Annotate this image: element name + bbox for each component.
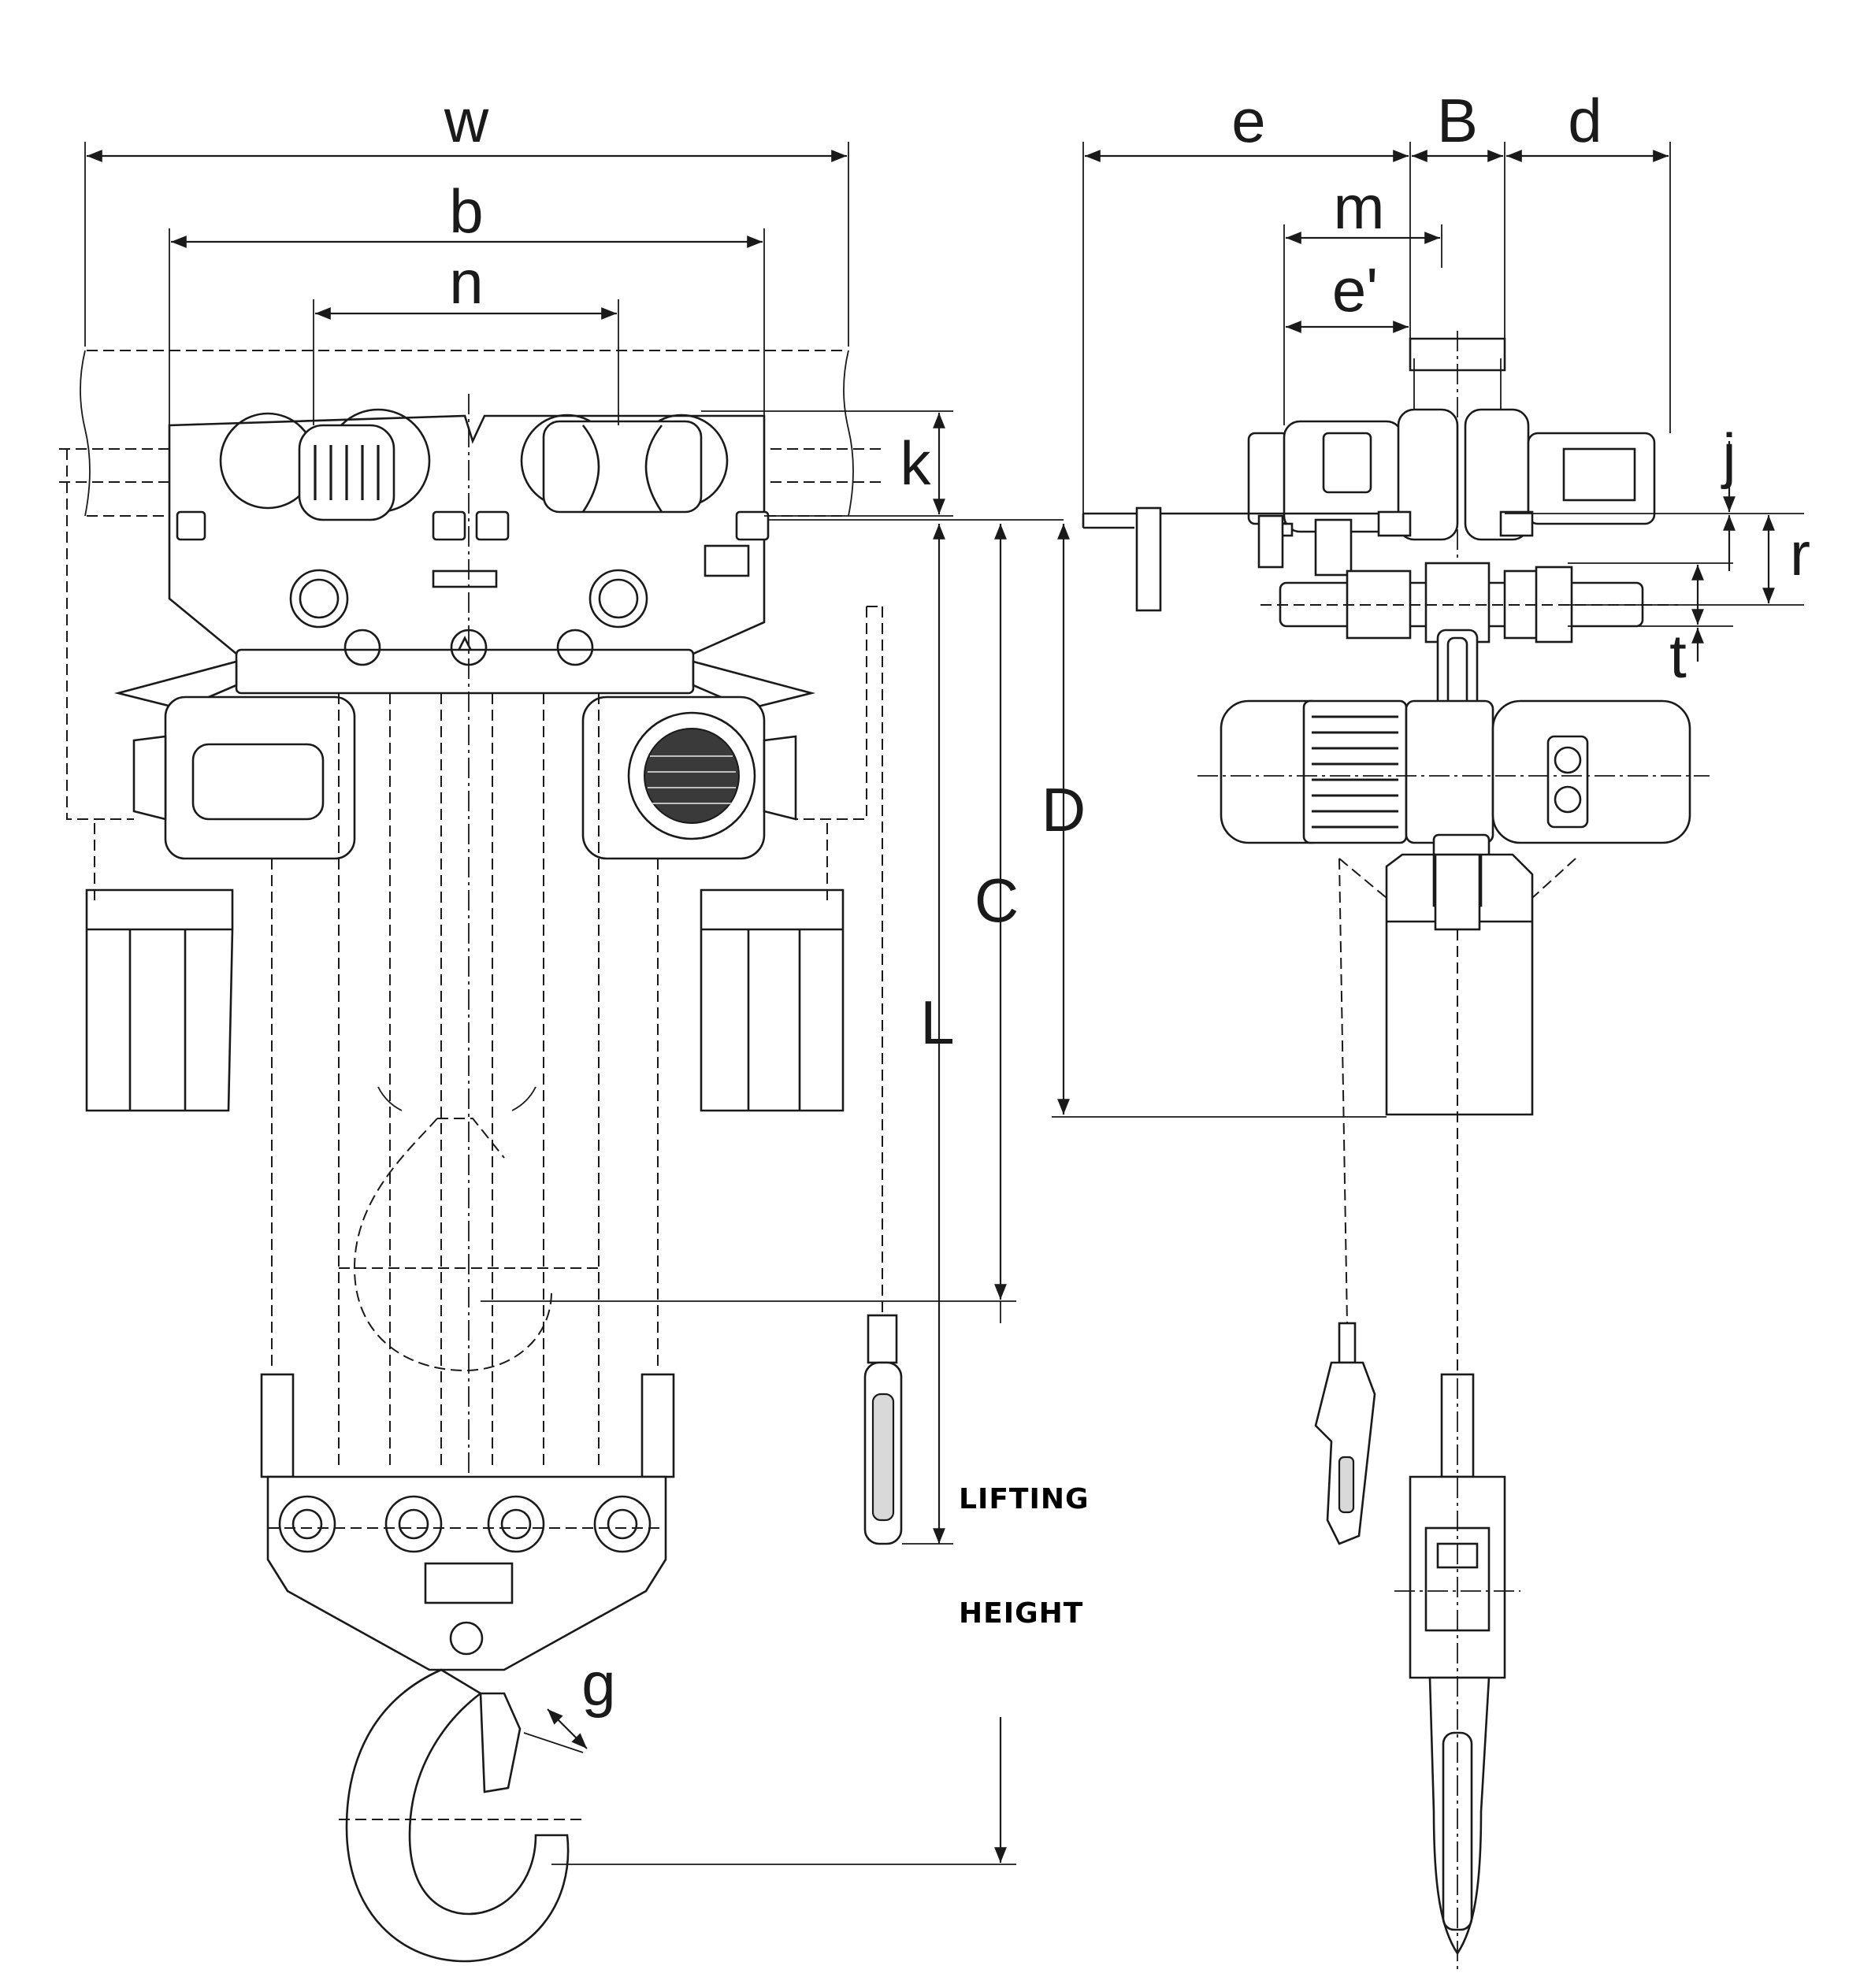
side-view: e B d m e' j r t	[1082, 86, 1810, 1969]
dim-L-C-D	[481, 519, 1387, 1865]
label-b: b	[449, 176, 483, 246]
label-g: g	[581, 1649, 615, 1719]
dim-k	[701, 410, 953, 517]
dim-j-r-t	[1505, 441, 1804, 662]
dim-w	[84, 142, 849, 347]
trolley-frame	[113, 408, 816, 710]
pendant-control	[863, 606, 903, 1545]
label-r: r	[1790, 519, 1810, 588]
label-L: L	[920, 988, 954, 1057]
upper-hook-position	[339, 1086, 599, 1372]
label-k: k	[900, 428, 932, 498]
hoist-motors	[132, 695, 797, 860]
label-n: n	[449, 247, 483, 317]
lifting-height-note-line1: LIFTING	[959, 1483, 1090, 1515]
side-trolley	[1082, 408, 1656, 612]
side-lower-block	[1394, 1373, 1520, 1969]
front-view: w b n k L C D g LIFTING HEIGHT	[59, 86, 1387, 1963]
label-m: m	[1334, 172, 1385, 242]
dim-b	[169, 228, 765, 425]
side-shaft	[1260, 562, 1678, 644]
label-j: j	[1721, 421, 1736, 490]
chain-containers	[85, 888, 845, 1112]
label-C: C	[975, 866, 1019, 935]
lower-block	[260, 1373, 675, 1671]
dim-m-e-prime	[1283, 224, 1442, 425]
side-hoist-body	[1197, 699, 1710, 880]
label-B: B	[1437, 86, 1478, 155]
label-w: w	[444, 86, 489, 155]
label-d: d	[1568, 86, 1602, 155]
lifting-height-note-line2: HEIGHT	[959, 1597, 1083, 1630]
label-e: e	[1231, 86, 1265, 155]
bottom-hook	[339, 1668, 583, 1963]
dim-e-B-d	[1082, 142, 1671, 514]
side-pendant	[1314, 1322, 1376, 1545]
dim-n	[313, 299, 619, 425]
label-D: D	[1041, 775, 1086, 844]
label-t: t	[1669, 621, 1687, 691]
chain-falls	[66, 394, 867, 1670]
dim-g	[523, 1708, 588, 1753]
label-e-prime: e'	[1332, 255, 1378, 325]
